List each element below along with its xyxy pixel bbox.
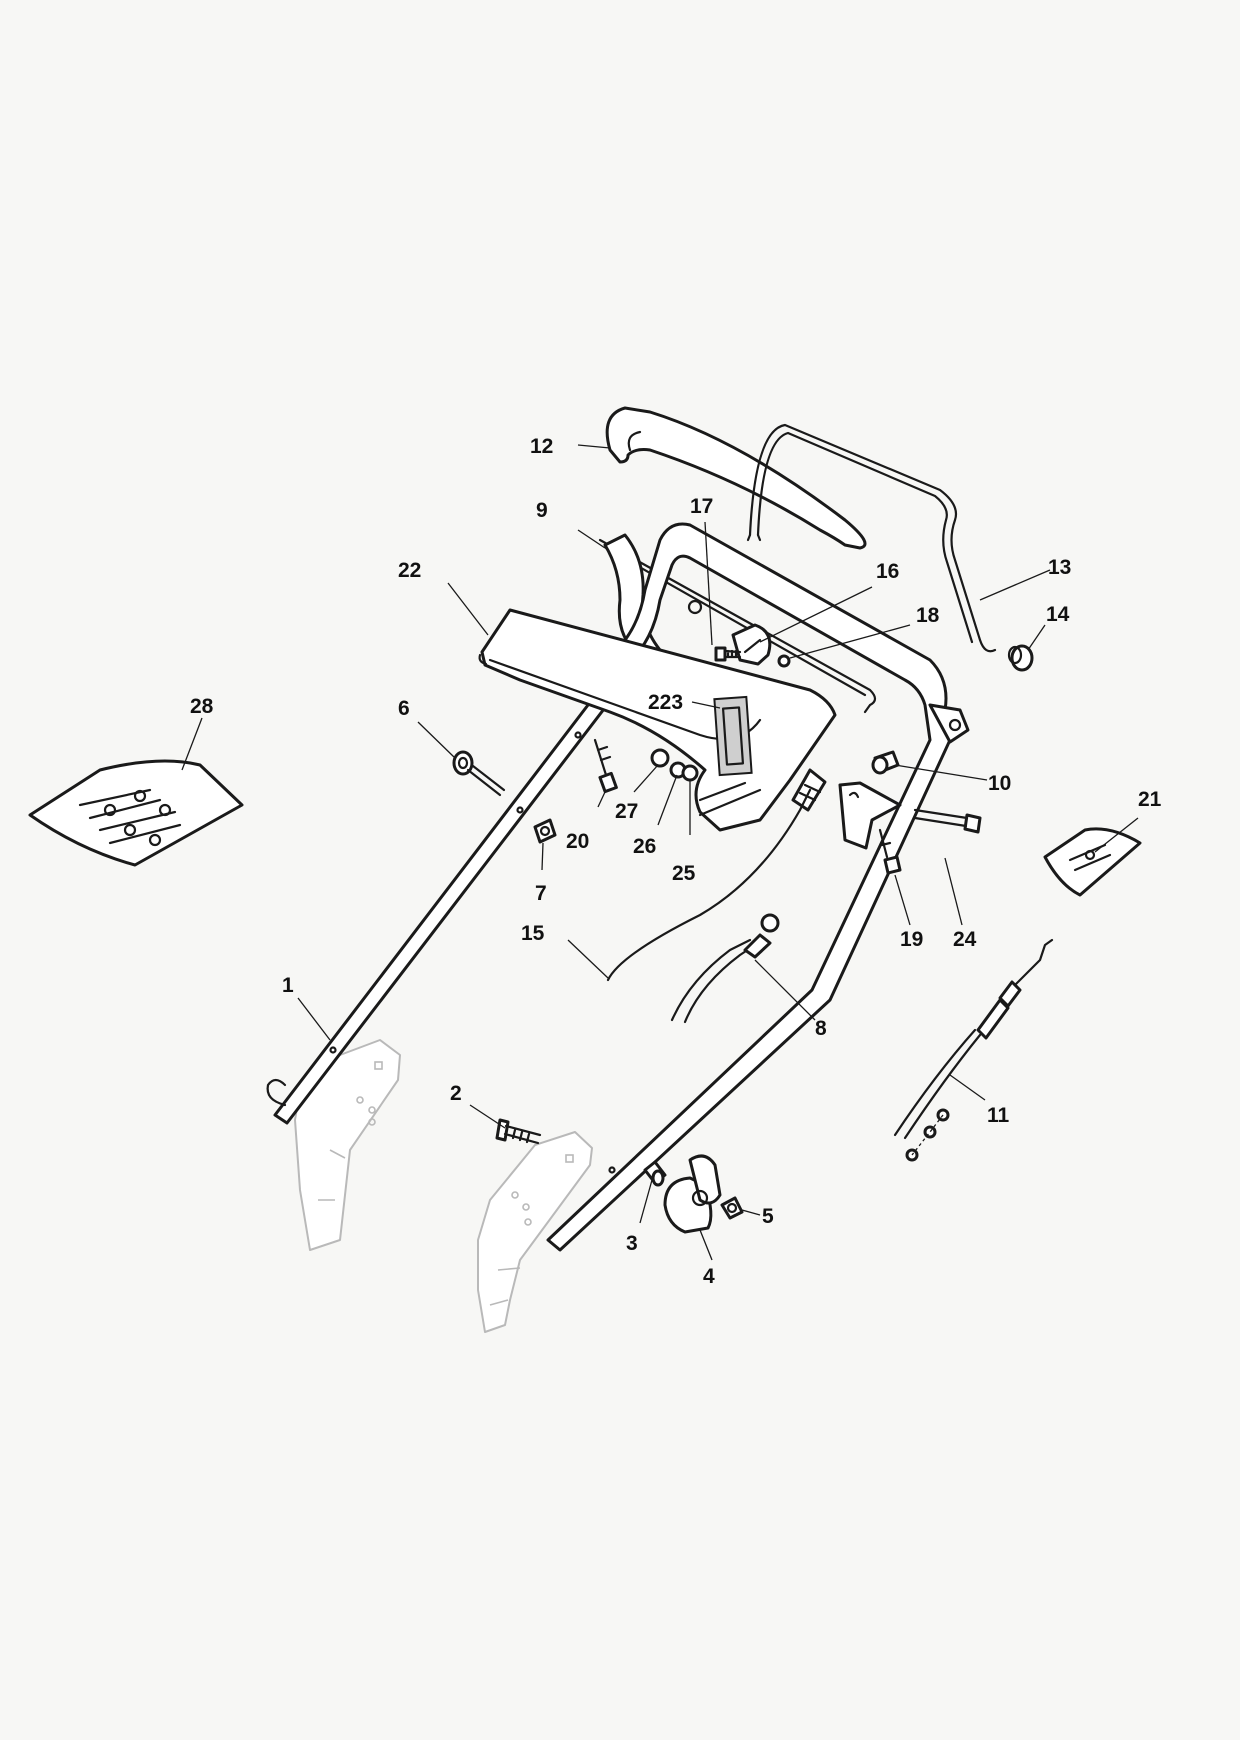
callout-labels: 1 2 3 4 5 6 7 8 9 10 11 12 13 14 15 16 1… <box>190 435 1162 1288</box>
part-7-nut <box>533 818 557 844</box>
part-14-end-cap <box>1007 644 1034 672</box>
part-28-hardware-bag <box>28 759 244 867</box>
callout-10: 10 <box>988 772 1011 795</box>
part-25-washer <box>681 764 699 782</box>
part-12-upper-handle <box>605 406 867 550</box>
part-2-bolt <box>495 1118 542 1145</box>
part-11-cable <box>893 938 1054 1162</box>
part-16-clip <box>731 623 772 666</box>
callout-15: 15 <box>521 922 545 945</box>
part-18-nut <box>777 654 791 668</box>
part-20-screw <box>593 738 618 794</box>
callout-16: 16 <box>876 560 899 583</box>
ghost-bracket-right <box>477 1131 593 1333</box>
part-21-hardware-bag <box>1043 827 1142 897</box>
part-15-cable <box>606 788 812 982</box>
callout-223: 223 <box>648 691 683 714</box>
part-4-knob <box>663 1154 722 1234</box>
part-1-lower-handle-left <box>266 665 632 1125</box>
part-6-eye-bolt <box>452 750 506 797</box>
part-10-bushing <box>871 750 900 775</box>
part-8-cable <box>670 913 780 1024</box>
callout-4: 4 <box>703 1265 715 1288</box>
callout-24: 24 <box>953 928 977 951</box>
callout-9: 9 <box>536 499 548 522</box>
callout-25: 25 <box>672 862 696 885</box>
callout-5: 5 <box>762 1205 774 1228</box>
callout-28: 28 <box>190 695 214 718</box>
part-27-nut <box>650 748 670 768</box>
leader-lines <box>181 444 1139 1261</box>
part-13-bail-bar <box>746 423 997 653</box>
part-223-label <box>713 695 753 777</box>
callout-22: 22 <box>398 559 421 582</box>
callout-17: 17 <box>690 495 713 518</box>
ghost-bracket-left <box>294 1039 401 1251</box>
part-3-spacer <box>643 1160 667 1187</box>
callout-20: 20 <box>566 830 589 853</box>
part-17-screw <box>714 646 742 662</box>
callout-3: 3 <box>626 1232 638 1255</box>
callout-6: 6 <box>398 697 410 720</box>
part-24-bolt <box>913 808 982 834</box>
callout-21: 21 <box>1138 788 1162 811</box>
callout-26: 26 <box>633 835 656 858</box>
callout-19: 19 <box>900 928 923 951</box>
callout-7: 7 <box>535 882 547 905</box>
callout-8: 8 <box>815 1017 827 1040</box>
part-19-screw <box>878 828 902 875</box>
callout-18: 18 <box>916 604 940 627</box>
callout-14: 14 <box>1046 603 1070 626</box>
callout-11: 11 <box>987 1104 1010 1127</box>
cable-anchor-plate <box>838 781 902 850</box>
callout-27: 27 <box>615 800 638 823</box>
callout-2: 2 <box>450 1082 462 1105</box>
callout-12: 12 <box>530 435 553 458</box>
callout-13: 13 <box>1048 556 1071 579</box>
part-5-nut <box>720 1196 744 1220</box>
callout-1: 1 <box>282 974 294 997</box>
